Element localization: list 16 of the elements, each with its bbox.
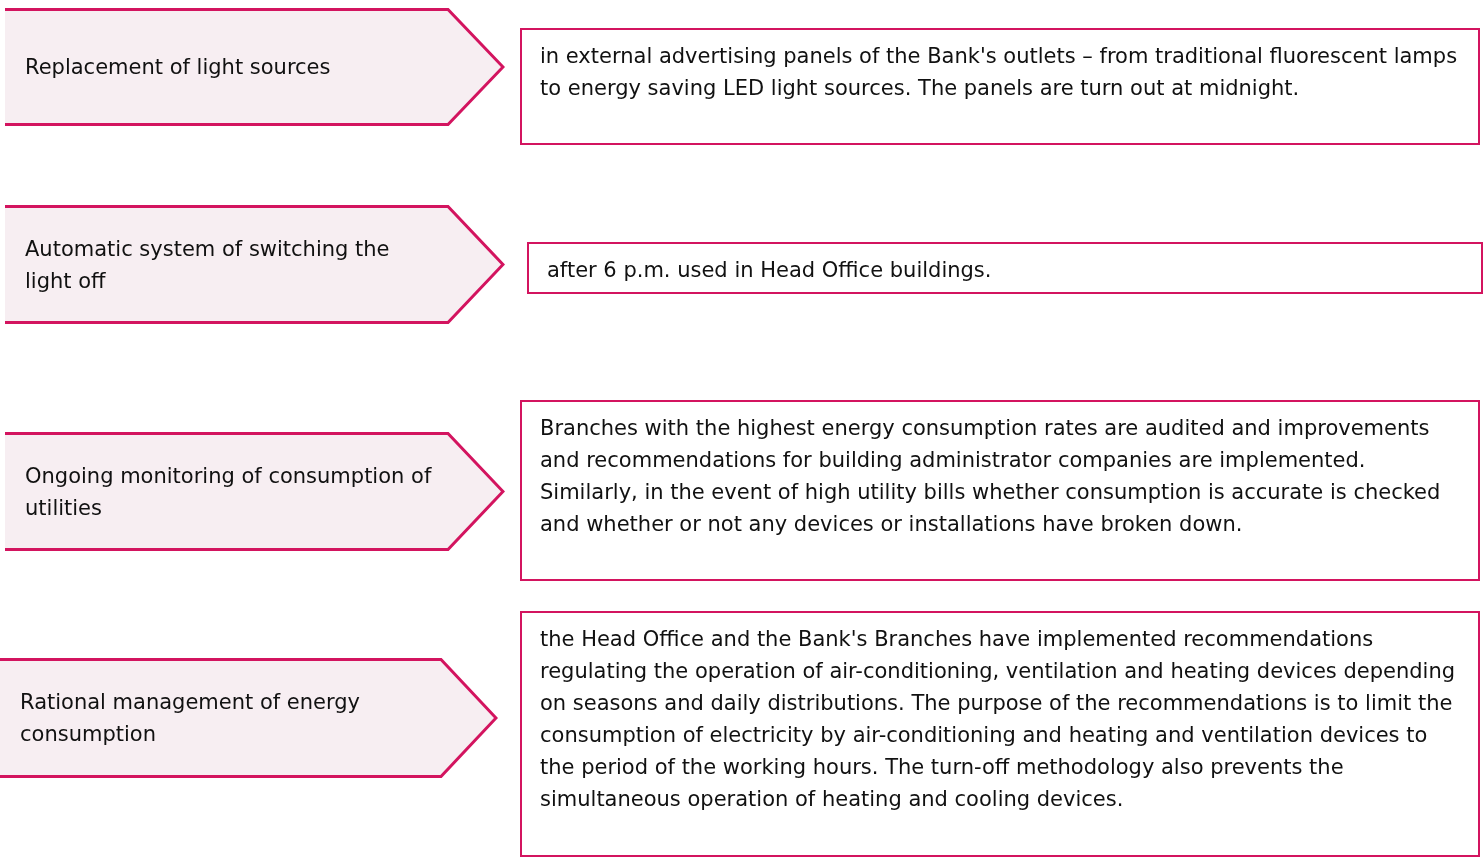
chevron-arrow <box>0 658 498 778</box>
description-box <box>527 242 1483 294</box>
measure-title: Automatic system of switching the light off <box>25 235 391 295</box>
description-text: the Head Office and the Bank's Branches have implemented recommendations regulating the operation of air-conditioning, ventilation and heating devices depending on seasons and daily distributions. The purpose of the recommendations is to limit the consumption of electricity by air-conditioning and heating and ventilation devices to the period of the working hours. The turn-off methodology also prevents the simultaneous operation of heating and cooling devices. <box>539 626 1457 813</box>
measure-title: Ongoing monitoring of consumption of utilities <box>25 462 433 522</box>
chevron-arrow <box>5 8 505 126</box>
measure-title: Replacement of light sources <box>25 54 332 81</box>
description-text: after 6 p.m. used in Head Office buildings. <box>546 257 993 284</box>
chevron-arrow <box>5 432 505 551</box>
description-box <box>520 28 1480 145</box>
description-text: Branches with the highest energy consumption rates are audited and improvements and recommendations for building administrator companies are implemented. Similarly, in the event of high utility bills whether consumption is accurate is checked and whether or not any devices or installations have broken down. <box>539 415 1442 538</box>
description-box <box>520 611 1480 857</box>
description-text: in external advertising panels of the Bank's outlets – from traditional fluorescent lamps to energy saving LED light sources. The panels are turn out at midnight. <box>539 43 1459 102</box>
chevron-arrow <box>5 205 505 324</box>
measure-title: Rational management of energy consumption <box>20 689 362 748</box>
description-box <box>520 400 1480 581</box>
